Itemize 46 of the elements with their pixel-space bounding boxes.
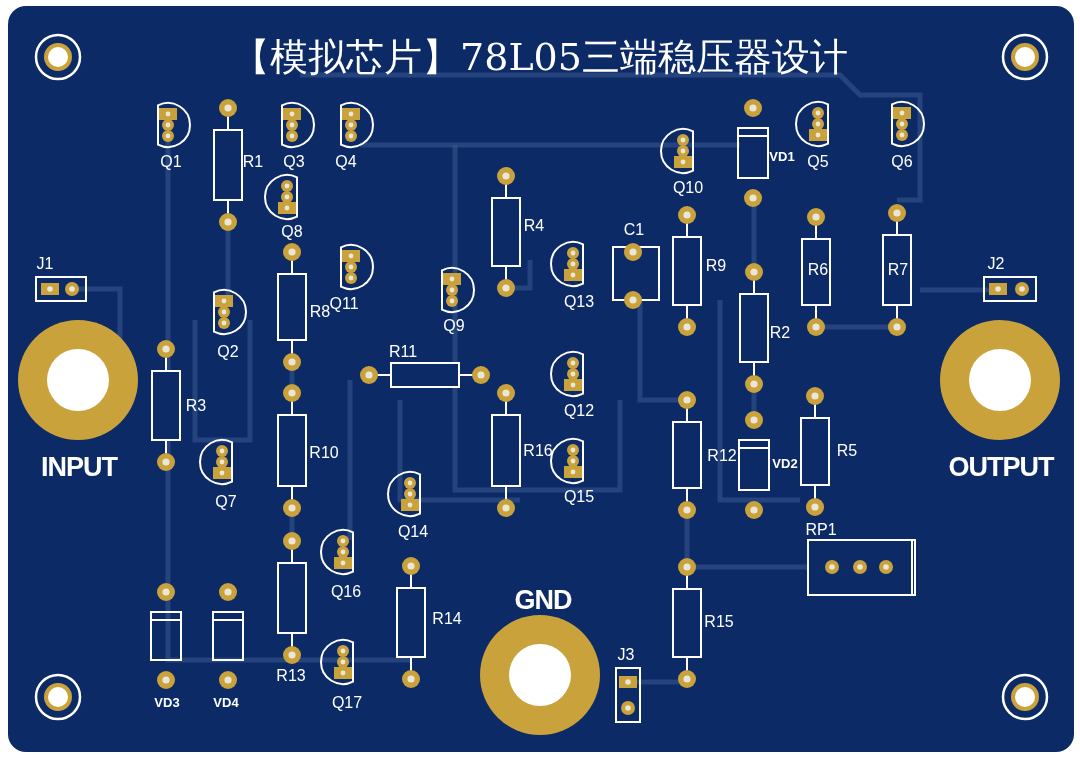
designator-label: VD1 [769,149,795,163]
designator-label: R15 [704,614,734,630]
designator-label: Q4 [335,154,357,170]
designator-label: Q3 [283,154,305,170]
designator-label: Q12 [563,403,595,419]
designator-label: C1 [623,222,645,238]
designator-label: Q14 [397,524,429,540]
designator-label: R6 [807,262,829,278]
designator-label: Q7 [215,494,237,510]
designator-label: RP1 [805,522,837,538]
designator-label: R3 [185,398,207,414]
designator-label: J3 [617,647,635,663]
designator-label: Q17 [331,695,363,711]
designator-label: Q11 [329,296,359,312]
designator-label: Q16 [330,584,362,600]
designator-label: Q8 [281,224,303,240]
designator-label: Q13 [563,294,595,310]
designator-label: J1 [36,256,54,272]
designator-label: R13 [276,668,306,684]
designator-label: Q15 [563,489,595,505]
designator-label: Q10 [672,180,704,196]
terminal-label: GND [514,586,572,614]
designator-label: R14 [432,611,462,627]
designator-label: Q5 [807,154,829,170]
designator-label: R8 [309,304,331,320]
designator-label: VD4 [213,695,239,709]
designator-label: J2 [987,256,1005,272]
designator-label: R1 [242,154,264,170]
designator-label: Q9 [443,318,465,334]
designator-label: R7 [887,262,909,278]
designator-label: R11 [388,344,418,360]
terminal-label: INPUT [41,453,117,481]
designator-label: R9 [705,258,727,274]
designator-label: R2 [769,325,791,341]
terminal-label: OUTPUT [948,453,1054,481]
designator-label: Q6 [891,154,913,170]
designator-label: R4 [523,218,545,234]
designator-label: VD2 [772,456,798,470]
designator-label: R5 [836,443,858,459]
designator-label: Q2 [217,344,239,360]
designator-label: R16 [523,443,553,459]
title: 【模拟芯片】78L05三端稳压器设计 [232,38,848,76]
designator-label: R12 [707,448,737,464]
designator-label: Q1 [160,154,182,170]
designator-label: VD3 [154,695,180,709]
designator-label: R10 [309,445,339,461]
